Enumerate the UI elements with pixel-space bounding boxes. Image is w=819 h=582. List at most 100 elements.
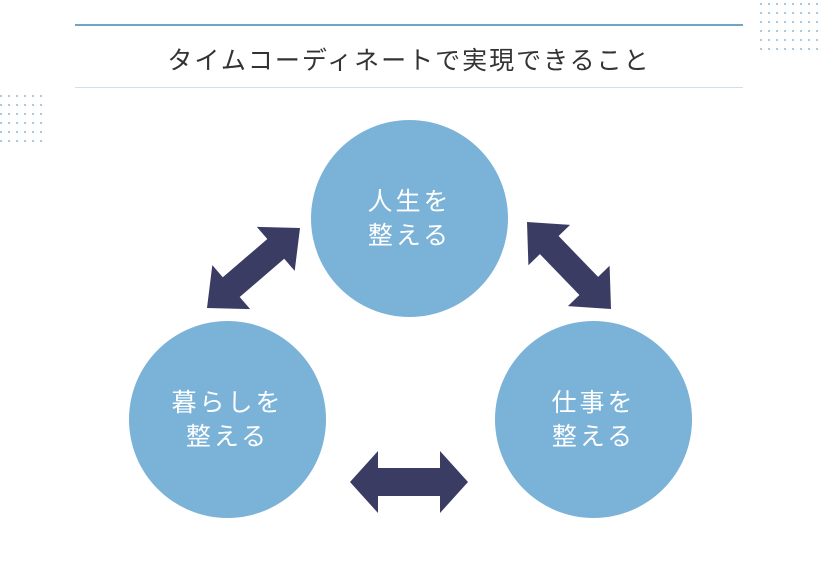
decorative-dot [0, 131, 2, 133]
decorative-dot [8, 104, 10, 106]
decorative-dot [784, 30, 786, 32]
decorative-dot [800, 30, 802, 32]
decorative-dot [776, 12, 778, 14]
decorative-dot [808, 39, 810, 41]
decorative-dot [776, 48, 778, 50]
decorative-dot [0, 113, 2, 115]
decorative-dot [8, 131, 10, 133]
decorative-dot [16, 95, 18, 97]
decorative-dot [800, 12, 802, 14]
decorative-dot [792, 3, 794, 5]
decorative-dot [32, 122, 34, 124]
decorative-dot [784, 12, 786, 14]
decorative-dot [768, 12, 770, 14]
node-living-line1: 暮らしを [171, 387, 284, 417]
decorative-dot [24, 140, 26, 142]
decorative-dot [800, 39, 802, 41]
decorative-dot [16, 104, 18, 106]
decorative-dot [800, 48, 802, 50]
decorative-dot [24, 95, 26, 97]
node-life: 人生を 整える [311, 120, 508, 317]
decorative-dot [24, 131, 26, 133]
decorative-dot [760, 48, 762, 50]
decorative-dot [760, 39, 762, 41]
decorative-dot [792, 12, 794, 14]
decorative-dot [808, 30, 810, 32]
decorative-dot [32, 104, 34, 106]
decorative-dot [768, 21, 770, 23]
decorative-dot [32, 113, 34, 115]
decorative-dot [40, 113, 42, 115]
decorative-dot [760, 3, 762, 5]
decorative-dot [816, 48, 818, 50]
decorative-dot [784, 39, 786, 41]
decorative-dot-grid-left [0, 95, 42, 142]
node-life-line2: 整える [367, 220, 452, 250]
title-top-rule [75, 24, 743, 26]
decorative-dot [776, 21, 778, 23]
node-work-line2: 整える [551, 421, 636, 451]
decorative-dot [808, 48, 810, 50]
decorative-dot [8, 122, 10, 124]
node-living: 暮らしを 整える [129, 321, 326, 518]
decorative-dot [800, 3, 802, 5]
page-title: タイムコーディネートで実現できること [167, 46, 651, 75]
decorative-dot [32, 140, 34, 142]
decorative-dot [800, 21, 802, 23]
decorative-dot [808, 3, 810, 5]
decorative-dot [816, 30, 818, 32]
decorative-dot [784, 21, 786, 23]
decorative-dot [808, 12, 810, 14]
decorative-dot [16, 140, 18, 142]
decorative-dot [24, 113, 26, 115]
decorative-dot [768, 39, 770, 41]
decorative-dot [816, 3, 818, 5]
decorative-dot [792, 21, 794, 23]
node-living-line2: 整える [185, 421, 270, 451]
decorative-dot [40, 95, 42, 97]
decorative-dot [816, 39, 818, 41]
decorative-dot [760, 30, 762, 32]
node-work: 仕事を 整える [495, 321, 692, 518]
decorative-dot [792, 39, 794, 41]
decorative-dot [16, 113, 18, 115]
decorative-dot [816, 21, 818, 23]
decorative-dot [24, 122, 26, 124]
decorative-dot [776, 3, 778, 5]
decorative-dot [768, 30, 770, 32]
title-bottom-rule [75, 87, 743, 88]
decorative-dot [40, 140, 42, 142]
decorative-dot [768, 48, 770, 50]
decorative-dot [8, 113, 10, 115]
decorative-dot [8, 95, 10, 97]
decorative-dot [760, 21, 762, 23]
arrow-life-living [207, 226, 300, 310]
decorative-dot [768, 3, 770, 5]
decorative-dot [792, 48, 794, 50]
decorative-dot [40, 131, 42, 133]
decorative-dot [40, 122, 42, 124]
decorative-dot [816, 12, 818, 14]
decorative-dot [32, 95, 34, 97]
arrow-living-work [350, 451, 468, 513]
decorative-dot [776, 39, 778, 41]
decorative-dot [792, 30, 794, 32]
decorative-dot [808, 21, 810, 23]
arrow-life-work [527, 222, 611, 309]
decorative-dot [784, 3, 786, 5]
decorative-dot [0, 104, 2, 106]
decorative-dot-grid-top-right [760, 3, 818, 50]
decorative-dot [16, 131, 18, 133]
decorative-dot [776, 30, 778, 32]
decorative-dot [8, 140, 10, 142]
node-life-line1: 人生を [367, 186, 452, 216]
decorative-dot [0, 122, 2, 124]
decorative-dot [40, 104, 42, 106]
node-work-line1: 仕事を [551, 387, 636, 417]
decorative-dot [16, 122, 18, 124]
decorative-dot [24, 104, 26, 106]
decorative-dot [0, 140, 2, 142]
decorative-dot [32, 131, 34, 133]
decorative-dot [0, 95, 2, 97]
